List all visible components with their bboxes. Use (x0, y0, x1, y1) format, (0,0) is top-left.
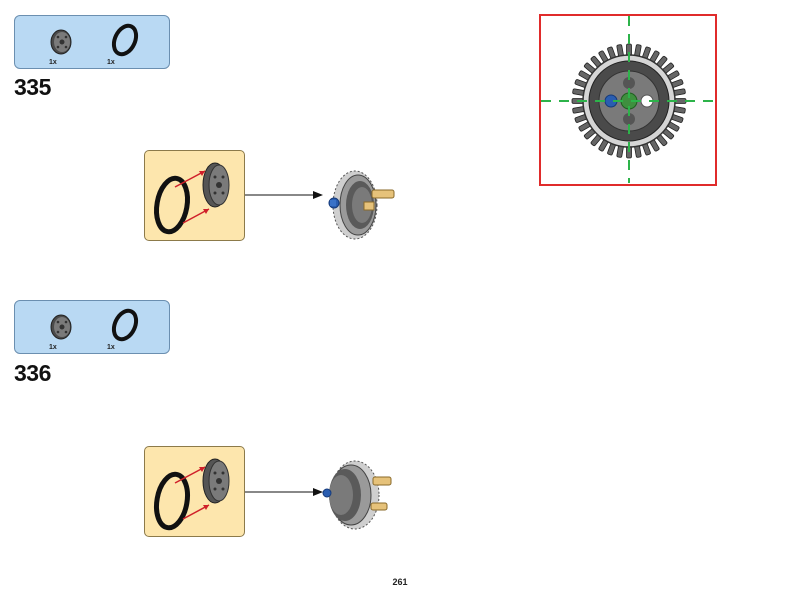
sub-assembly-callout-336 (144, 446, 245, 537)
arrow-icon (245, 488, 323, 496)
parts-list-336: 1x 1x (14, 300, 170, 354)
parts-list-335: 1x 1x (14, 15, 170, 69)
gear-assembly-335 (328, 170, 395, 240)
front-view-inset (539, 14, 717, 186)
gear-icon (329, 460, 380, 530)
wheel-hub-part: 1x (45, 303, 85, 353)
rubber-tyre-icon (111, 308, 139, 342)
step-number: 336 (14, 360, 51, 386)
tyre-onto-hub-illustration (154, 458, 230, 531)
part-quantity: 1x (49, 59, 57, 66)
sub-assembly-callout-335 (144, 150, 245, 241)
rubber-tyre-icon (111, 23, 139, 57)
step-number: 335 (14, 74, 51, 100)
part-quantity: 1x (107, 344, 115, 351)
wheel-hub-icon (50, 29, 72, 55)
rubber-tyre-part: 1x (103, 303, 143, 353)
part-quantity: 1x (107, 59, 115, 66)
rubber-tyre-part: 1x (103, 18, 143, 68)
part-quantity: 1x (49, 344, 57, 351)
gear-icon (332, 170, 378, 240)
tyre-onto-hub-illustration (154, 162, 230, 235)
gear-assembly-336 (322, 460, 392, 530)
page-number: 261 (392, 577, 408, 587)
gear-front-view (541, 16, 714, 183)
arrow-icon (245, 191, 323, 199)
wheel-hub-part: 1x (45, 18, 85, 68)
axle-pin-icon (371, 189, 395, 199)
wheel-hub-icon (50, 314, 72, 340)
axle-pin-icon (372, 476, 392, 486)
